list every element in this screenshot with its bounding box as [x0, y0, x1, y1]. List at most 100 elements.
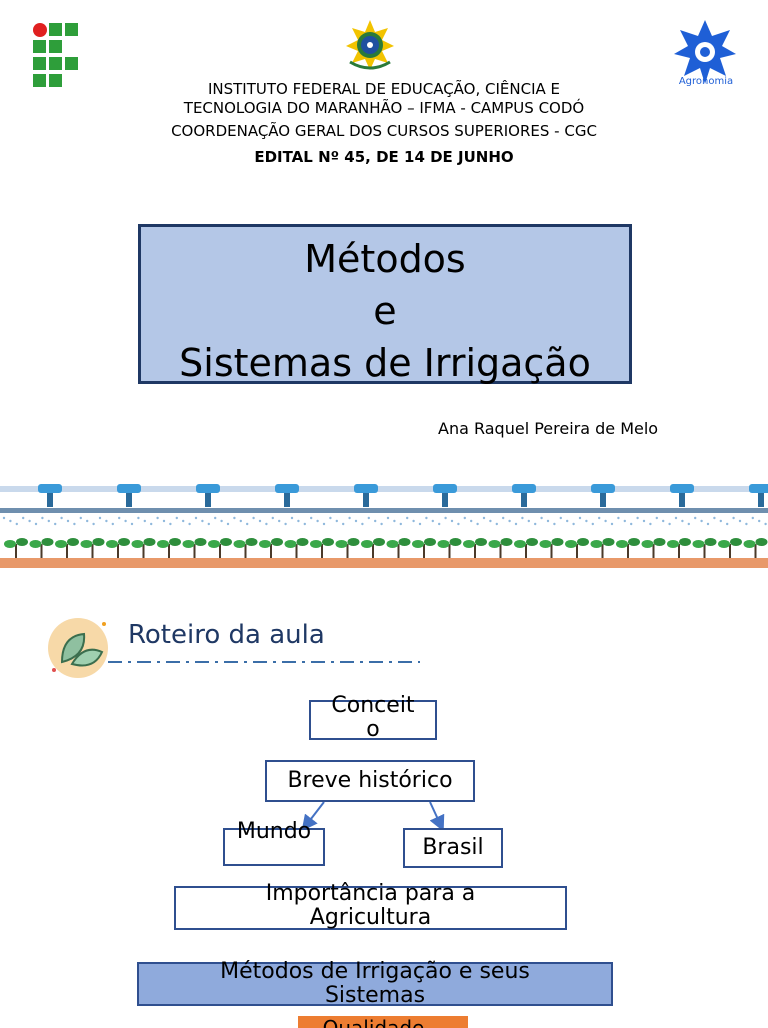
- seedling-icon: [106, 538, 130, 558]
- roteiro-underline: [108, 661, 420, 663]
- water-drop: [290, 516, 294, 520]
- water-drop: [175, 516, 178, 520]
- water-drop: [418, 522, 422, 526]
- seedling-icon: [692, 538, 717, 558]
- water-drop: [566, 519, 569, 523]
- node-metodos: Métodos de Irrigação e seus Sistemas: [137, 960, 613, 1008]
- water-drop: [105, 519, 108, 523]
- node-partial-orange: Qualidade...: [298, 1016, 468, 1028]
- water-drop: [431, 519, 434, 523]
- seedling-icon: [386, 538, 411, 558]
- water-drop: [41, 516, 44, 520]
- node-conceito: Conceito: [309, 694, 437, 742]
- water-drop: [207, 522, 210, 526]
- water-drop: [610, 522, 614, 526]
- seedling-icon: [437, 538, 462, 558]
- water-drop: [9, 519, 12, 523]
- water-drop: [662, 519, 665, 523]
- sprinkler-icon: [433, 484, 457, 507]
- seedling-icon: [284, 538, 309, 558]
- water-drop: [598, 516, 601, 520]
- water-drop: [546, 519, 550, 523]
- arrow-to-brasil: [429, 801, 445, 832]
- water-drop: [681, 519, 684, 523]
- sprinkler-icon: [275, 484, 299, 507]
- water-drop: [34, 522, 38, 526]
- water-drop: [47, 519, 50, 523]
- water-drop: [393, 519, 396, 523]
- sprinkler-icon: [354, 484, 378, 507]
- water-drop: [495, 522, 498, 526]
- seedling-icon: [259, 538, 283, 558]
- agronomia-logo: [674, 20, 736, 84]
- water-drop: [604, 519, 607, 523]
- water-drop: [182, 519, 185, 523]
- water-drop: [111, 522, 115, 526]
- water-drop: [719, 519, 722, 523]
- water-drop: [303, 522, 306, 526]
- water-drop: [444, 516, 447, 520]
- water-drop: [246, 522, 249, 526]
- water-drop: [502, 516, 505, 520]
- water-drop: [585, 519, 588, 523]
- seedling-icon: [412, 538, 436, 558]
- water-drop: [508, 519, 511, 523]
- water-drop: [406, 516, 409, 520]
- water-drop: [265, 522, 268, 526]
- water-drop: [220, 519, 223, 523]
- water-drop: [86, 519, 89, 523]
- sprinkler-icon: [38, 484, 62, 507]
- water-drop: [630, 522, 633, 526]
- water-drop: [700, 519, 703, 523]
- water-drop: [476, 522, 479, 526]
- seedling-icon: [233, 538, 258, 558]
- water-drop: [22, 516, 25, 520]
- agronomia-logo-label: Agronomia: [678, 76, 734, 87]
- water-drop: [329, 516, 332, 520]
- water-drop: [578, 516, 582, 520]
- seedling-icon: [463, 538, 487, 558]
- water-drop: [521, 516, 524, 520]
- water-drop: [482, 516, 486, 520]
- ifma-logo: [33, 23, 78, 87]
- water-drop: [354, 519, 358, 523]
- seedling-icon: [743, 538, 768, 558]
- water-drop: [386, 516, 390, 520]
- seedling-icon: [131, 538, 156, 558]
- sprinkler-icon: [591, 484, 615, 507]
- title-line-1: Métodos: [304, 237, 466, 281]
- node-brasil: Brasil: [403, 828, 503, 868]
- water-drop: [540, 516, 543, 520]
- water-drop: [617, 516, 620, 520]
- seedling-icon: [718, 538, 742, 558]
- water-drop: [399, 522, 402, 526]
- water-drop: [239, 519, 242, 523]
- title-line-2: e: [373, 289, 397, 333]
- water-drop: [694, 516, 697, 520]
- sprinkler-icon: [512, 484, 536, 507]
- water-drop: [258, 519, 262, 523]
- seedling-icon: [590, 538, 615, 558]
- sprinkler-icon: [117, 484, 141, 507]
- seedling-icon: [514, 538, 538, 558]
- sprinkler-icon: [670, 484, 694, 507]
- water-drop: [79, 516, 83, 520]
- water-drop: [54, 522, 57, 526]
- seedling-icon: [565, 538, 589, 558]
- water-drop: [278, 519, 281, 523]
- sprinkler-icon: [749, 484, 768, 507]
- seedling-icon: [361, 538, 385, 558]
- water-drop: [124, 519, 127, 523]
- water-drop: [226, 522, 230, 526]
- water-drop: [66, 519, 70, 523]
- water-drop: [28, 519, 31, 523]
- water-drop: [194, 516, 198, 520]
- water-drop: [252, 516, 255, 520]
- seedling-icon: [335, 538, 360, 558]
- water-drop: [130, 522, 134, 526]
- seedling-icon: [488, 538, 513, 558]
- node-mundo: Mundo: [223, 820, 325, 866]
- water-drop: [316, 519, 319, 523]
- seedling-icon: [4, 538, 28, 558]
- irrigation-banner-illustration: [0, 484, 768, 568]
